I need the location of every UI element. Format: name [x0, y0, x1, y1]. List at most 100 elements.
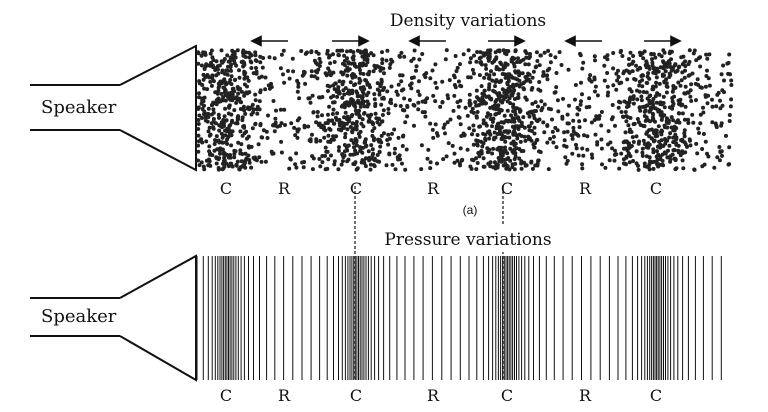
particle-dot	[627, 143, 631, 148]
particle-dot	[576, 153, 581, 158]
particle-dot	[701, 105, 705, 110]
particle-dot	[329, 137, 334, 142]
particle-dot	[566, 121, 571, 126]
particle-dot	[399, 50, 404, 55]
particle-dot	[656, 109, 661, 114]
particle-dot	[562, 130, 567, 135]
particle-dot	[611, 83, 616, 88]
particle-dot	[370, 147, 375, 152]
particle-dot	[508, 158, 513, 163]
particle-dot	[399, 79, 404, 84]
particle-dot	[511, 109, 516, 114]
particle-dot	[620, 114, 625, 119]
particle-dot	[537, 80, 542, 84]
particle-dot	[296, 81, 301, 86]
particle-dot	[302, 123, 307, 128]
particle-dot	[459, 84, 464, 89]
particle-dot	[332, 60, 337, 64]
particle-dot	[389, 101, 394, 106]
particle-dot	[682, 134, 687, 139]
particle-dot	[657, 52, 662, 57]
particle-dot	[658, 100, 663, 105]
particle-dot	[222, 85, 227, 90]
particle-dot	[587, 96, 592, 101]
particle-dot	[651, 52, 656, 57]
particle-dot	[340, 48, 345, 53]
particle-dot	[220, 70, 225, 75]
particle-dot	[325, 72, 330, 77]
particle-dot	[363, 164, 368, 169]
particle-dot	[505, 80, 510, 85]
particle-dot	[423, 114, 428, 119]
particle-dot	[250, 126, 255, 131]
particle-dot	[438, 104, 443, 109]
particle-dot	[196, 118, 201, 122]
particle-dot	[607, 158, 612, 163]
particle-dot	[368, 85, 372, 90]
particle-dot	[279, 52, 284, 57]
particle-dot	[316, 51, 321, 56]
particle-dot	[203, 118, 208, 123]
particle-dot	[353, 104, 358, 109]
particle-dot	[497, 49, 502, 54]
particle-dot	[269, 81, 273, 86]
particle-dot	[337, 90, 341, 95]
particle-dot	[225, 141, 230, 146]
particle-dot	[217, 63, 222, 68]
particle-dot	[619, 110, 624, 114]
particle-dot	[257, 75, 262, 80]
particle-dot	[621, 140, 626, 145]
particle-dot	[667, 61, 672, 66]
particle-dot	[200, 83, 205, 87]
particle-dot	[473, 100, 478, 105]
particle-dot	[557, 50, 562, 55]
particle-dot	[380, 96, 385, 101]
particle-dot	[715, 92, 720, 97]
particle-dot	[502, 113, 507, 118]
particle-dot	[253, 50, 258, 55]
particle-dot	[356, 98, 361, 103]
particle-dot	[279, 150, 284, 155]
particle-dot	[242, 161, 247, 166]
particle-dot	[241, 104, 246, 109]
particle-dot	[703, 84, 708, 89]
particle-dot	[400, 144, 405, 148]
particle-dot	[250, 102, 255, 107]
particle-dot	[317, 157, 322, 161]
particle-dot	[582, 133, 586, 138]
particle-dot	[372, 163, 376, 168]
particle-dot	[271, 99, 276, 103]
particle-dot	[700, 147, 705, 151]
particle-dot	[570, 133, 575, 138]
particle-dot	[575, 112, 580, 117]
particle-dot	[360, 117, 365, 122]
particle-dot	[581, 60, 586, 65]
particle-dot	[366, 72, 371, 77]
particle-dot	[389, 84, 394, 89]
particle-dot	[721, 63, 726, 68]
particle-dot	[653, 94, 658, 99]
particle-dot	[653, 84, 658, 89]
particle-dot	[680, 158, 685, 163]
particle-dot	[456, 104, 461, 109]
particle-dot	[554, 145, 559, 150]
particle-dot	[430, 68, 435, 73]
particle-dot	[636, 167, 641, 172]
particle-dot	[217, 115, 221, 120]
particle-dot	[214, 59, 219, 64]
particle-dot	[528, 52, 532, 56]
particle-dot	[407, 98, 412, 102]
particle-dot	[357, 134, 362, 139]
pressure-zone-label: R	[579, 386, 592, 405]
particle-dot	[443, 131, 447, 136]
left-arrow-icon	[408, 35, 446, 47]
particle-dot	[416, 107, 421, 112]
particle-dot	[696, 126, 701, 131]
particle-dot	[501, 48, 506, 53]
particle-dot	[720, 103, 725, 108]
particle-dot	[238, 99, 243, 104]
particle-dot	[588, 73, 593, 78]
particle-dot	[455, 65, 460, 70]
particle-dot	[361, 158, 366, 163]
particle-dot	[290, 56, 295, 61]
